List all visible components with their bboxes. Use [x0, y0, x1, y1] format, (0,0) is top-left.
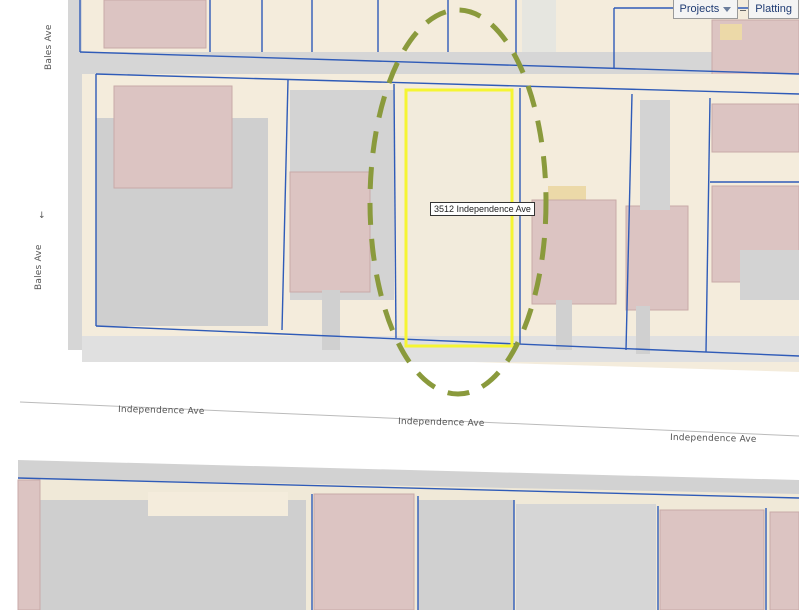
south-pavement-mid2	[516, 504, 656, 610]
building-east-1	[531, 199, 617, 305]
south-pavement-mid	[418, 500, 514, 610]
building-corner	[113, 85, 233, 189]
south-building-2	[148, 492, 288, 516]
annotation-ellipse	[367, 7, 549, 397]
south-building-3	[313, 493, 415, 610]
building-west-mid	[289, 171, 371, 293]
chevron-down-icon	[723, 6, 732, 12]
building-east-3	[711, 103, 799, 153]
independence-ave-label-right: Independence Ave	[670, 433, 757, 445]
south-building-5	[769, 511, 799, 610]
south-building-4	[659, 509, 765, 610]
selected-parcel-outline[interactable]	[404, 88, 514, 348]
bales-ave-label-bottom: Bales Ave	[34, 244, 44, 290]
projects-label: Projects	[679, 3, 720, 15]
selected-parcel-lot	[406, 90, 512, 346]
walk-3	[636, 306, 650, 354]
independence-centerline	[19, 401, 799, 437]
bales-ave-road	[0, 0, 76, 370]
map-toolbar: Projects Platting	[672, 0, 799, 20]
south-building-1	[17, 479, 41, 610]
independence-ave-label-left: Independence Ave	[118, 405, 205, 417]
walk-1	[322, 290, 340, 350]
north-yellow-patch	[720, 24, 742, 40]
building-east-2	[625, 205, 689, 311]
toolbar-separator	[740, 9, 747, 11]
bales-ave-label-top: Bales Ave	[44, 24, 54, 70]
platting-button[interactable]: Platting	[748, 0, 799, 19]
platting-label: Platting	[755, 3, 792, 15]
independence-ave-label-center: Independence Ave	[398, 417, 485, 429]
north-gravel	[522, 0, 556, 52]
projects-dropdown[interactable]: Projects	[672, 0, 739, 19]
parcel-lines	[17, 0, 799, 610]
selected-parcel-address-label: 3512 Independence Ave	[430, 202, 535, 216]
north-building-1	[103, 0, 207, 49]
one-way-marker: ↓	[38, 211, 46, 221]
sidewalk-strip	[82, 336, 799, 362]
pavement-east-5	[740, 250, 799, 300]
south-pavement-left	[36, 500, 306, 610]
driveway-east	[640, 100, 670, 210]
bales-ave-curb	[68, 0, 82, 350]
walk-2	[556, 300, 572, 350]
